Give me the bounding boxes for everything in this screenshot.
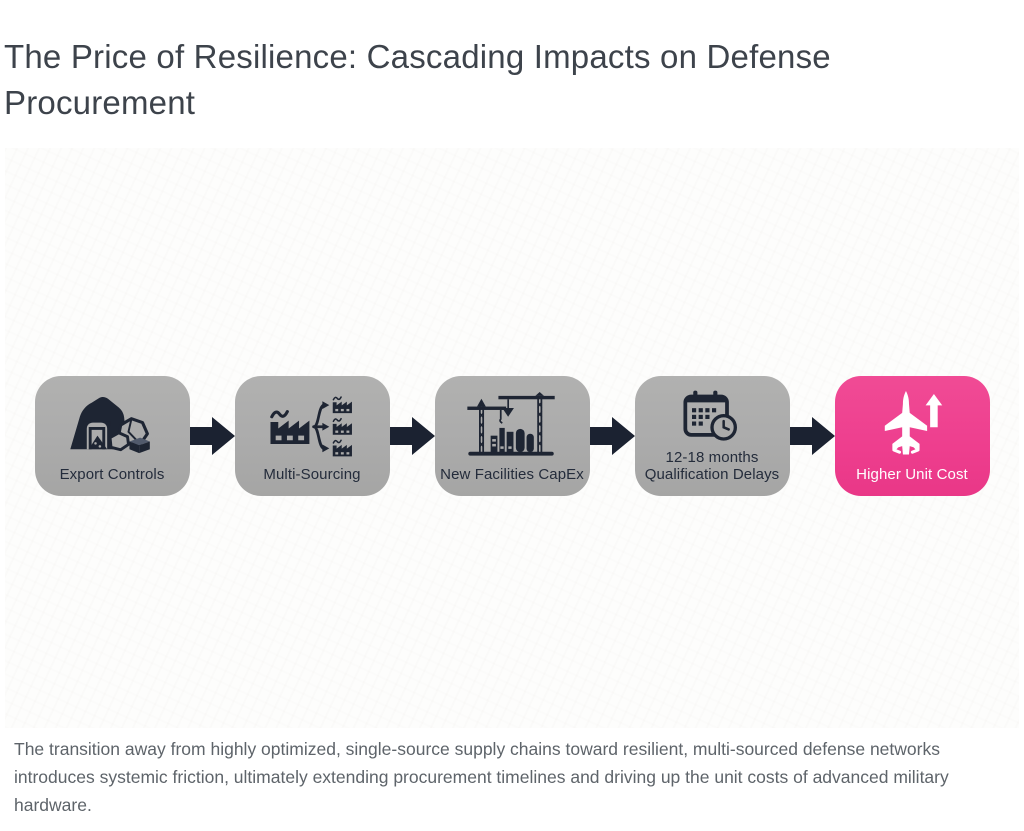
- fighter-jet-up-arrow-icon: [884, 390, 943, 454]
- flow-arrow-icon: [389, 417, 435, 455]
- calendar-clock-icon: [683, 390, 737, 441]
- step-label-line2: Qualification Delays: [644, 466, 780, 483]
- flow-arrow-icon: [589, 417, 635, 455]
- step-label: Export Controls: [59, 466, 165, 483]
- flow-step-new-facilities-capex: New Facilities CapEx: [434, 376, 590, 496]
- step-label: New Facilities CapEx: [440, 466, 584, 483]
- flow-arrow-icon: [189, 417, 235, 455]
- flow-arrow-icon: [789, 417, 835, 455]
- flow-step-export-controls: Export Controls: [34, 376, 190, 496]
- flow-step-qualification-delays: 12-18 months Qualification Delays: [634, 376, 790, 496]
- page-title: The Price of Resilience: Cascading Impac…: [4, 38, 831, 121]
- flow-step-higher-unit-cost: Higher Unit Cost: [834, 376, 990, 496]
- multi-sourcing-branch-icon: [268, 395, 353, 457]
- step-label-line1: 12-18 months: [665, 449, 759, 466]
- flow-step-multi-sourcing: Multi-Sourcing: [234, 376, 390, 496]
- step-label: Multi-Sourcing: [263, 466, 361, 483]
- diagram-image: Export Controls: [5, 148, 1019, 728]
- flow-diagram: Export Controls: [5, 376, 1019, 496]
- mine-ore-icon: [70, 396, 150, 453]
- step-label: Higher Unit Cost: [856, 466, 968, 483]
- figure-caption: The transition away from highly optimize…: [14, 739, 949, 815]
- construction-cranes-icon: [467, 391, 555, 456]
